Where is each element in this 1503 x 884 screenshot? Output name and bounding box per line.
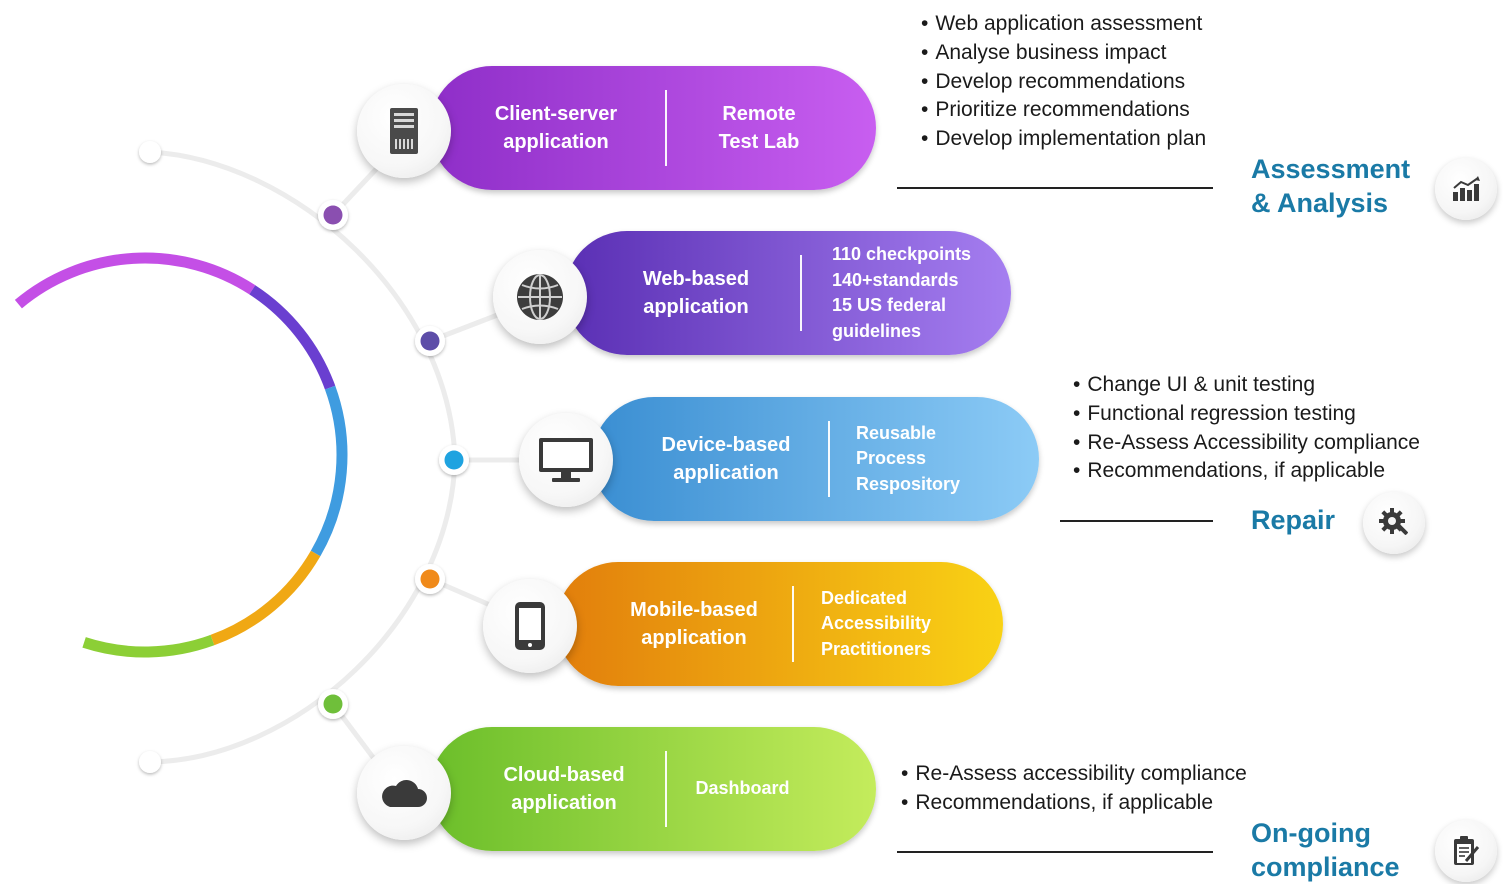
server-tower-icon (357, 84, 451, 178)
cloud-icon (357, 746, 451, 840)
segmented-ring (14, 252, 348, 658)
pill-side-label: Reusable Process Respository (856, 422, 961, 494)
repair-rule (1060, 520, 1213, 522)
bullet-item: Recommendations, if applicable (901, 789, 1247, 818)
pill-mobile-based: Mobile-based application Dedicated Acces… (556, 562, 1003, 686)
track-end-top (139, 141, 161, 163)
smartphone-icon (483, 579, 577, 673)
pill-device-based: Device-based application Reusable Proces… (592, 397, 1039, 521)
globe-icon (493, 250, 587, 344)
repair-bullet-list: Change UI & unit testing Functional regr… (1073, 371, 1420, 486)
bullet-item: Develop implementation plan (921, 125, 1206, 154)
ring-segment (210, 550, 321, 646)
pill-divider (665, 751, 667, 827)
pill-main-label: Cloud-based application (503, 764, 625, 814)
gear-wrench-icon (1363, 492, 1425, 554)
timeline-node-dot (420, 331, 440, 351)
bullet-item: Develop recommendations (921, 68, 1206, 97)
pill-main-label: Device-based application (661, 434, 791, 484)
desktop-monitor-icon (519, 413, 613, 507)
bullet-item: Web application assessment (921, 10, 1206, 39)
ring-segment (14, 252, 256, 309)
bullet-item: Recommendations, if applicable (1073, 457, 1420, 486)
ongoing-bullet-list: Re-Assess accessibility compliance Recom… (901, 760, 1247, 818)
pill-main-label: Mobile-based application (630, 599, 758, 649)
ring-segment (82, 634, 215, 658)
pill-client-server: Client-server application Remote Test La… (430, 66, 876, 190)
timeline-node-dot (420, 569, 440, 589)
pill-divider (792, 586, 794, 662)
pill-divider (828, 421, 830, 497)
pill-side-label: Dedicated Accessibility Practitioners (821, 587, 932, 659)
pill-web-based: Web-based application 110 checkpoints 14… (565, 231, 1011, 355)
ring-segment (310, 385, 348, 557)
bullet-item: Analyse business impact (921, 39, 1206, 68)
timeline-node-dot (323, 205, 343, 225)
pill-side-label: Dashboard (695, 778, 790, 799)
pill-main-label: Web-based application (642, 268, 750, 318)
checklist-clipboard-icon (1435, 820, 1497, 882)
timeline-arc-track (149, 149, 458, 765)
timeline-node-dot (444, 450, 464, 470)
phase-title-repair: Repair (1251, 505, 1336, 535)
pill-divider (800, 255, 802, 331)
bullet-item: Prioritize recommendations (921, 96, 1206, 125)
ring-segment (249, 285, 336, 390)
ongoing-rule (897, 851, 1213, 853)
analytics-chart-icon (1435, 158, 1497, 220)
bullet-item: Change UI & unit testing (1073, 371, 1420, 400)
pill-cloud-based: Cloud-based application Dashboard (430, 727, 876, 851)
bullet-item: Re-Assess Accessibility compliance (1073, 429, 1420, 458)
timeline-node-dot (323, 694, 343, 714)
phase-title-ongoing: On-going compliance (1251, 818, 1400, 882)
bullet-item: Functional regression testing (1073, 400, 1420, 429)
pill-side-label: Remote Test Lab (718, 103, 800, 153)
pill-side-label: 110 checkpoints 140+standards 15 US fede… (832, 244, 972, 341)
pill-divider (665, 90, 667, 166)
phase-title-assessment: Assessment & Analysis (1251, 154, 1411, 218)
assessment-bullet-list: Web application assessment Analyse busin… (921, 10, 1206, 154)
pill-main-label: Client-server application (494, 103, 618, 153)
bullet-item: Re-Assess accessibility compliance (901, 760, 1246, 789)
assessment-rule (897, 187, 1213, 189)
track-end-bottom (139, 751, 161, 773)
